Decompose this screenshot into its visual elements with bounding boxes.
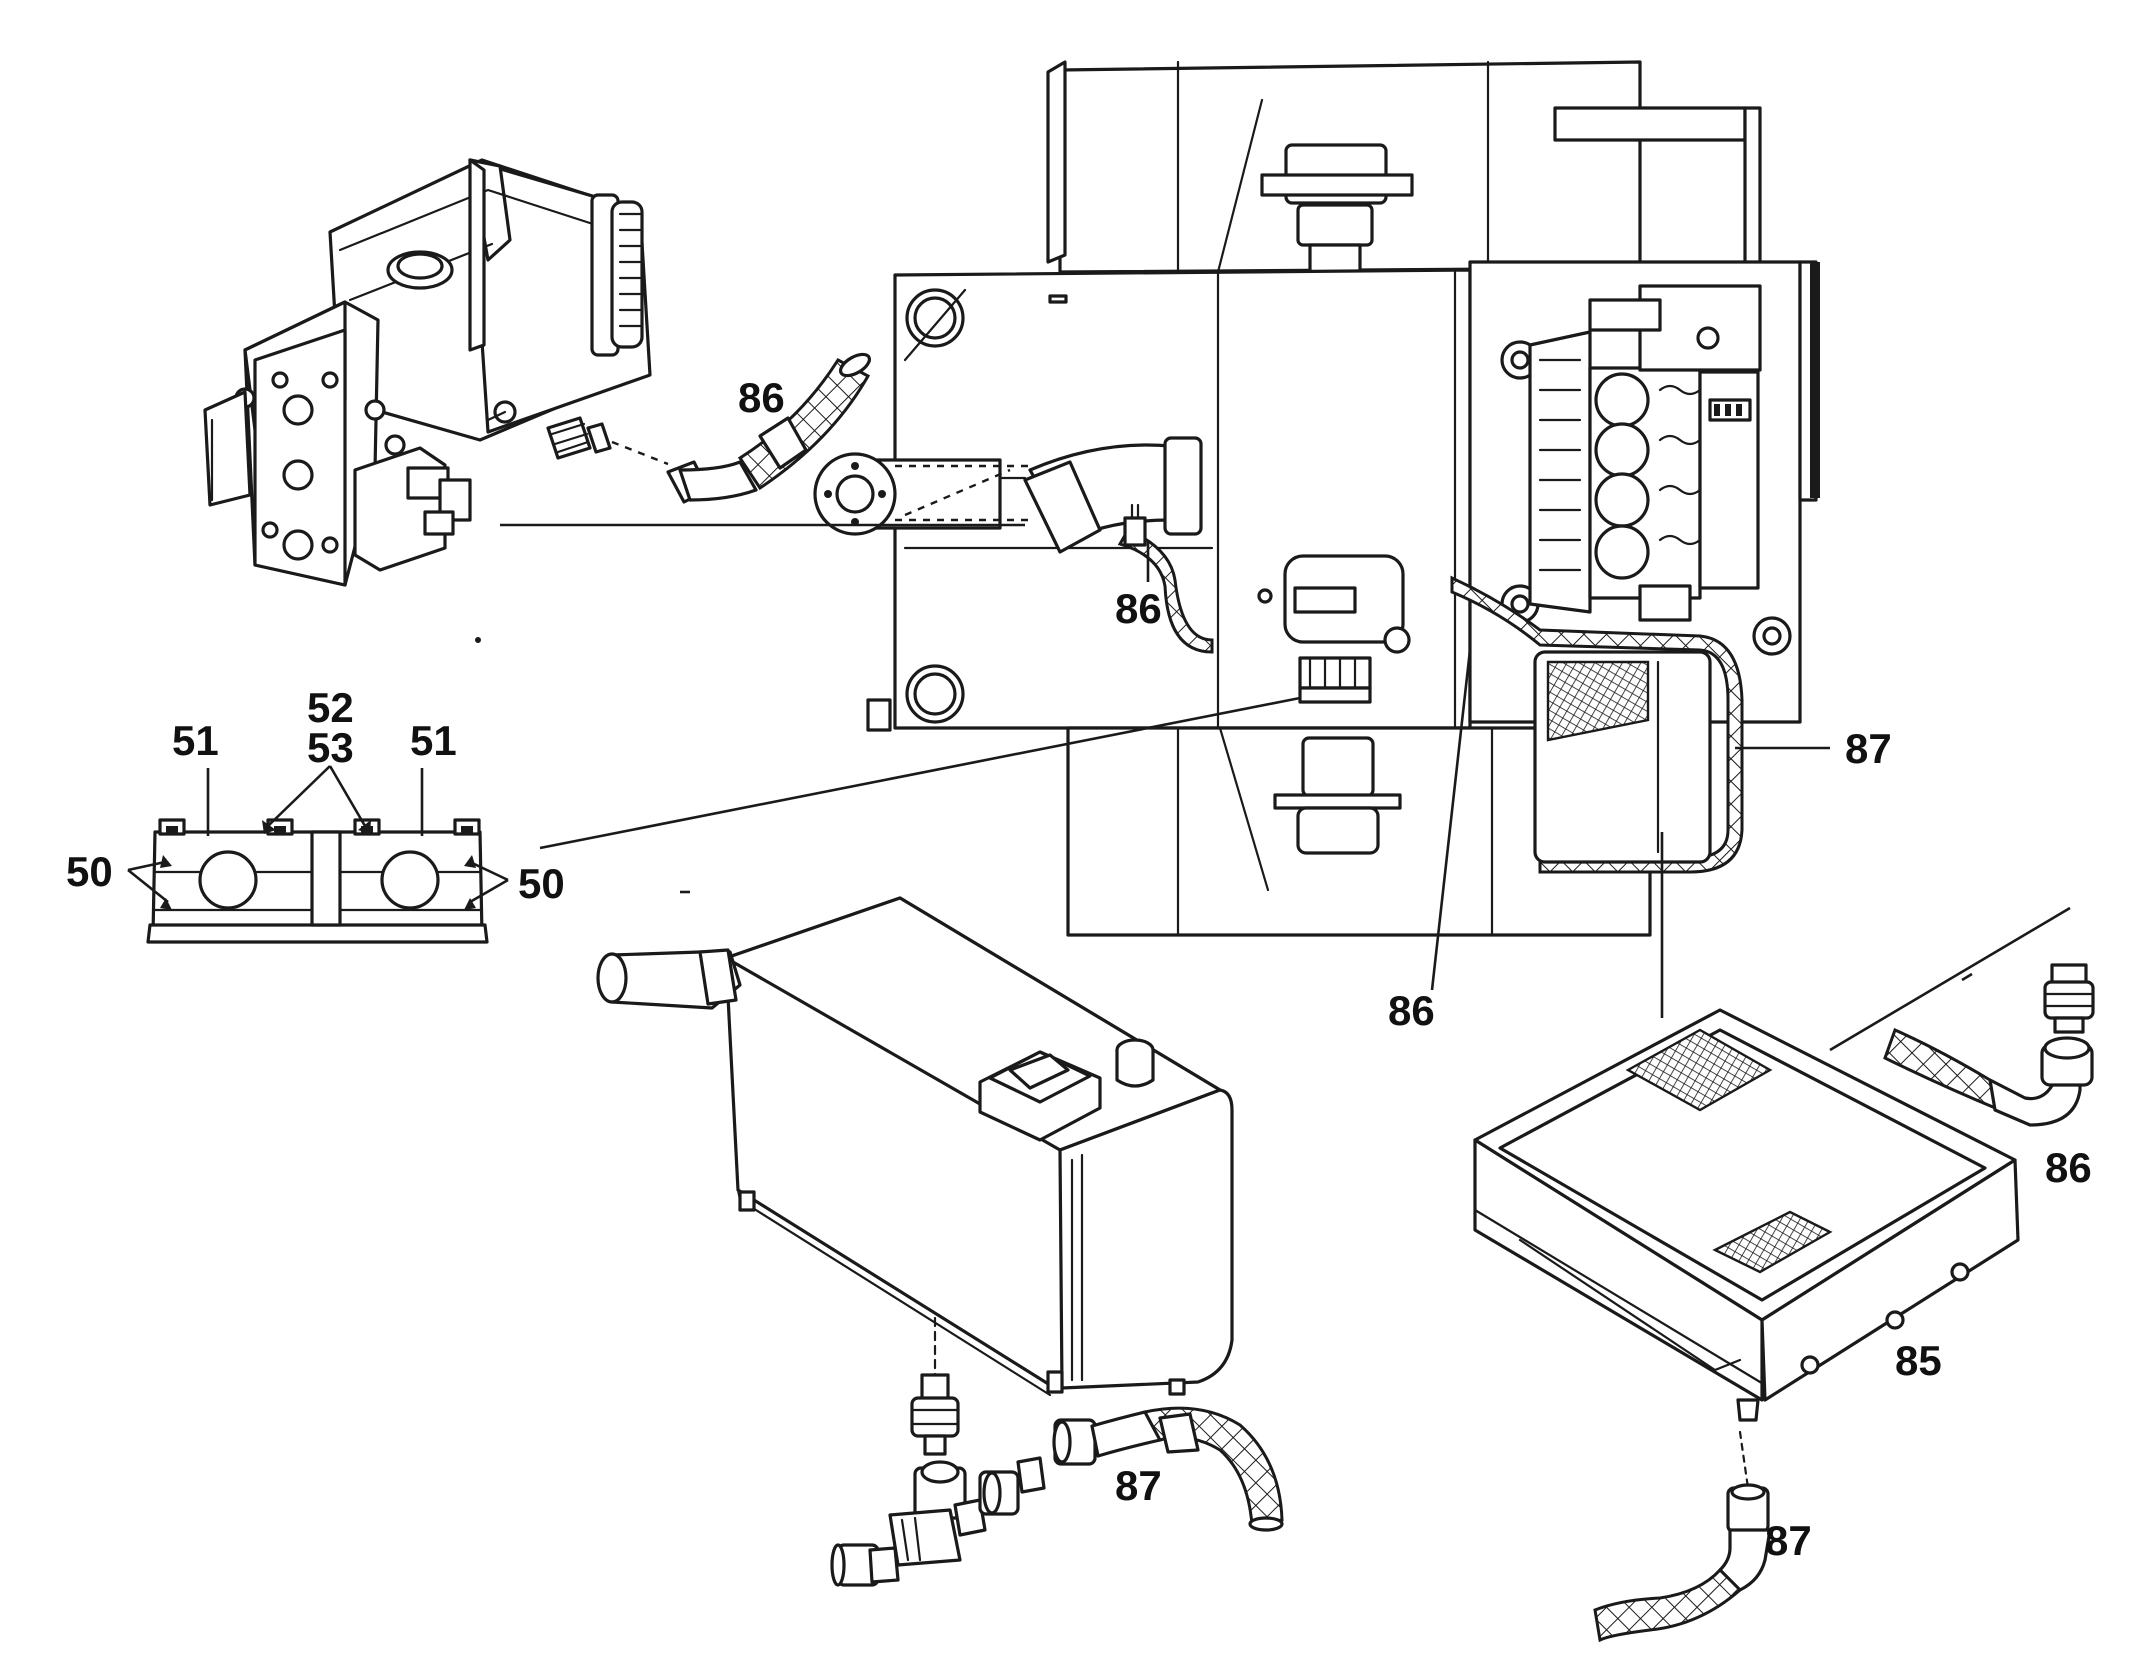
callout-87-frame: 87	[1845, 725, 1892, 772]
tank-hose-87	[1052, 1406, 1284, 1532]
tank-fittings	[830, 1316, 1046, 1587]
callout-53: 53	[307, 724, 354, 771]
callout-50-right: 50	[518, 860, 565, 907]
pipe-clamp-block	[146, 818, 489, 944]
frame-hose-86	[1117, 528, 1214, 654]
motor-hose-86	[666, 352, 872, 504]
callout-52: 52	[307, 684, 354, 731]
callout-51-right: 51	[410, 717, 457, 764]
hydraulic-tank	[596, 896, 1234, 1397]
cooler-fittings	[1593, 963, 2095, 1643]
callout-87-tank-hose: 87	[1115, 1462, 1162, 1509]
oil-cooler	[1473, 1008, 2020, 1422]
callout-50-left: 50	[66, 848, 113, 895]
callout-86-lower: 86	[1388, 987, 1435, 1034]
callout-87-cooler-hose: 87	[1765, 1517, 1812, 1564]
filter-canister	[1533, 650, 1712, 864]
hydraulic-motor	[203, 158, 652, 587]
callout-86-tank-line: 86	[1115, 585, 1162, 632]
callouts: 86 86 86 86 87 87 87 85 51 51 52 53 50 5…	[66, 374, 2092, 1564]
leader-lines	[127, 523, 2071, 1052]
callout-86-cooler: 86	[2045, 1144, 2092, 1191]
callout-51-left: 51	[172, 717, 219, 764]
motor-fitting	[546, 416, 669, 466]
engine-frame-assembly	[813, 60, 1820, 937]
frame-hose-87	[1450, 575, 1744, 874]
callout-85-cooler: 85	[1895, 1337, 1942, 1384]
callout-86-motor-hose: 86	[738, 374, 785, 421]
